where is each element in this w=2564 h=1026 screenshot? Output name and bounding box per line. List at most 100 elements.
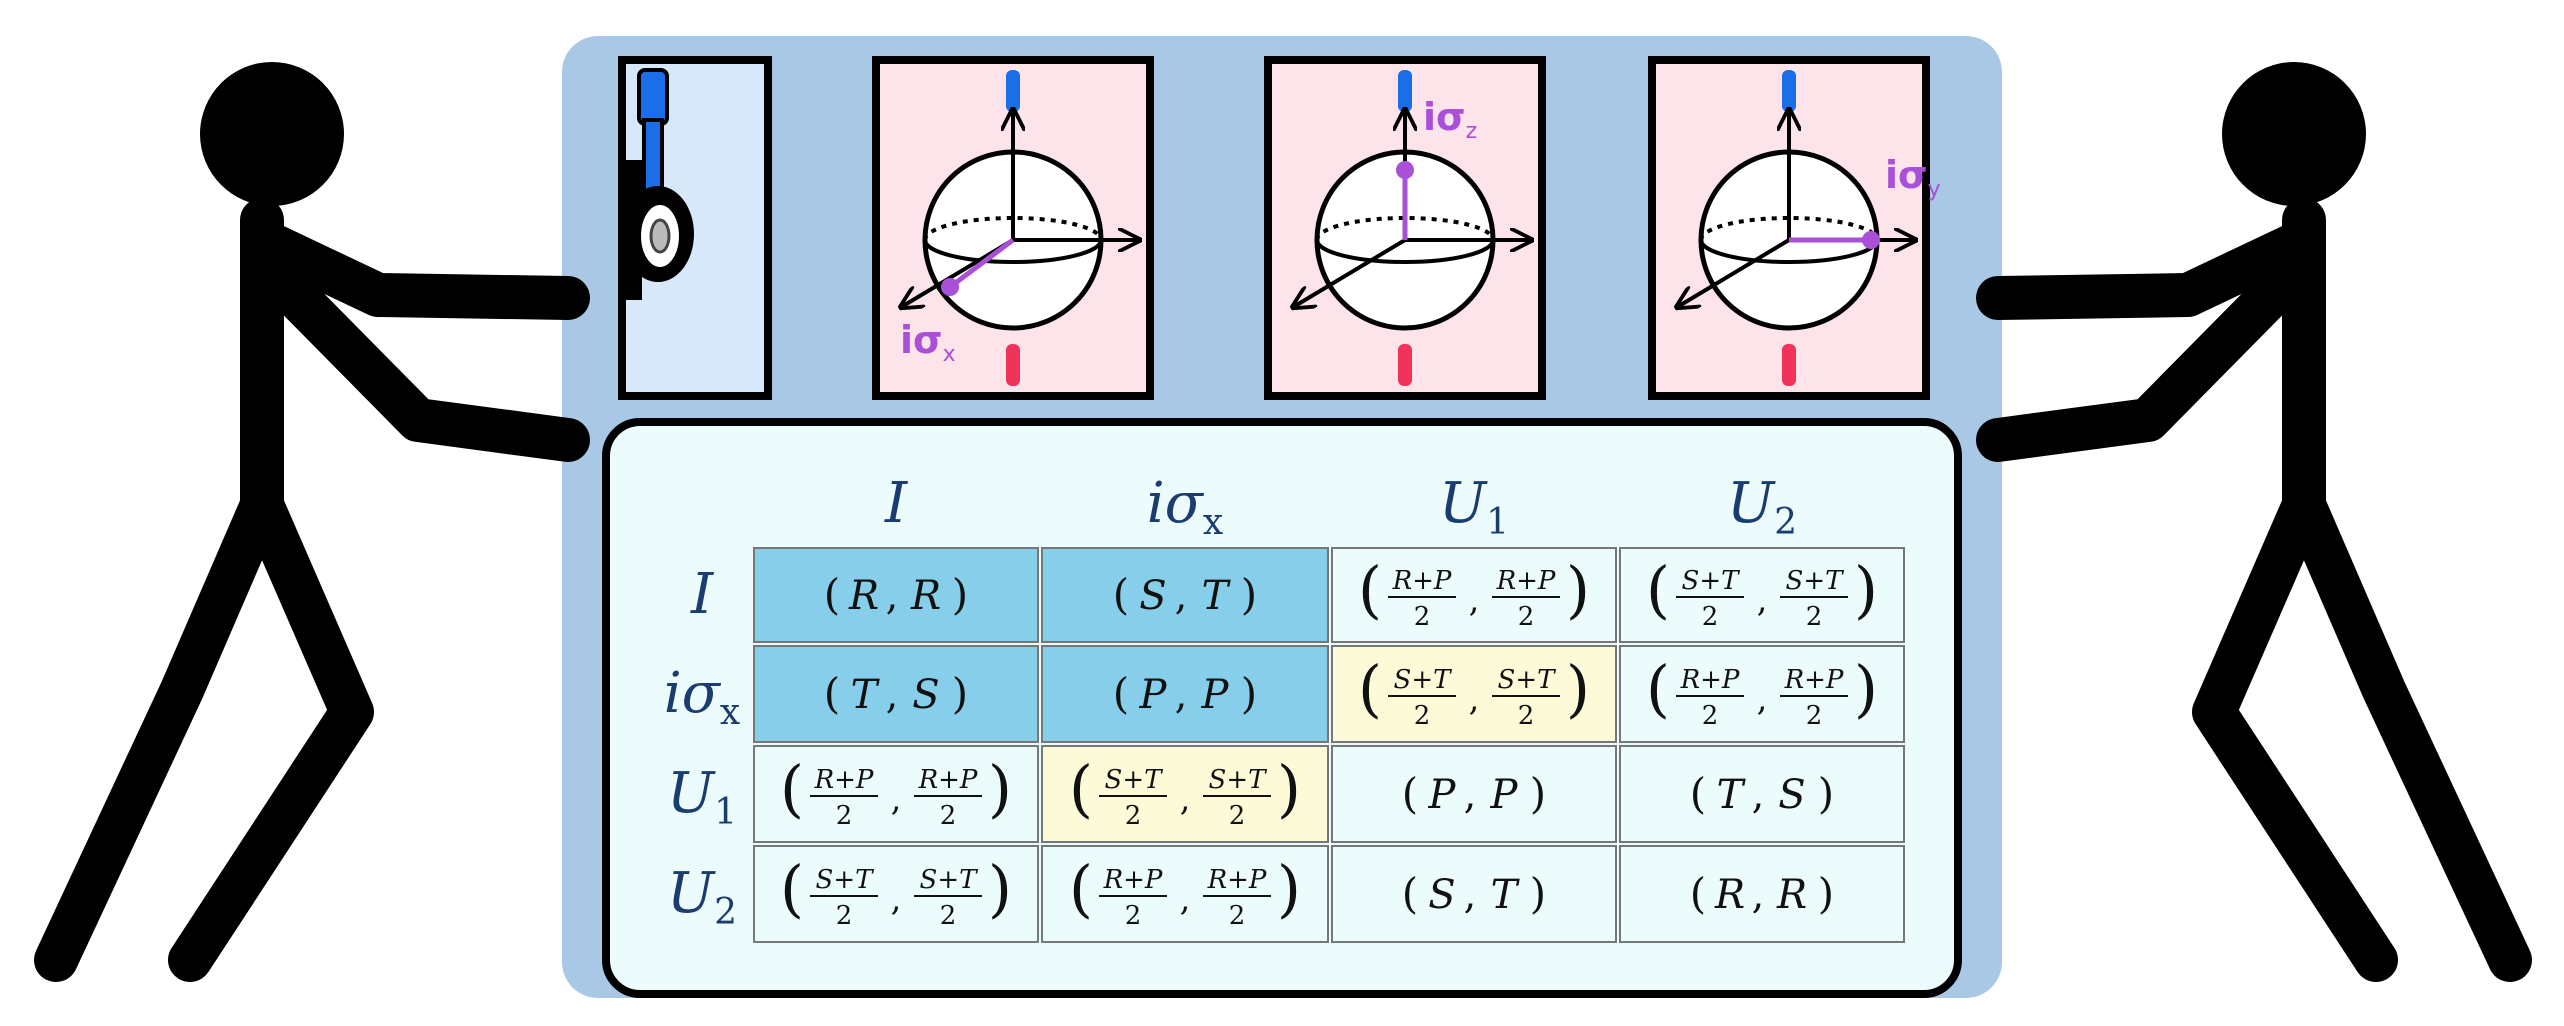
- fraction-numerator-a: R+P: [814, 765, 874, 795]
- payoff-player-b: T: [1491, 872, 1521, 918]
- comma: ,: [1175, 573, 1188, 619]
- payoff-cell-background: [1041, 845, 1329, 943]
- paren-open: (: [1358, 652, 1382, 725]
- paren-open: (: [1690, 869, 1706, 918]
- spin-up-marker: [1006, 70, 1020, 112]
- paren-close: ): [952, 570, 968, 619]
- row-header: I: [690, 562, 715, 627]
- comma: ,: [1464, 772, 1477, 818]
- row-header: U2: [667, 861, 737, 933]
- payoff-cell: (R+P2,R+P2): [1041, 845, 1329, 943]
- paren-open: (: [1113, 669, 1129, 718]
- spin-down-marker: [1006, 344, 1020, 386]
- paren-close: ): [1241, 570, 1257, 619]
- fraction-denominator: 2: [1806, 701, 1823, 731]
- x-axis-arrow: [1295, 238, 1407, 306]
- sphere-panel-1: iσx: [872, 56, 1154, 400]
- right-stick-figure: [1976, 62, 2532, 982]
- payoff-cell: (R+P2,R+P2): [1331, 547, 1617, 643]
- column-header: iσx: [1147, 471, 1223, 543]
- payoff-player-b: P: [1201, 672, 1230, 718]
- payoff-cell: (P,P): [1331, 745, 1617, 843]
- payoff-cell-background: [1619, 645, 1905, 743]
- rotation-operator-label: iσz: [1423, 95, 1477, 144]
- fraction-denominator: 2: [940, 801, 957, 831]
- rotation-vector-tip: [1396, 161, 1414, 179]
- payoff-player-a: S: [1428, 872, 1455, 918]
- paren-close: ): [988, 852, 1012, 925]
- payoff-cell-background: [1331, 547, 1617, 643]
- payoff-cell-background: [1619, 547, 1905, 643]
- payoff-cell: (T,S): [1619, 745, 1905, 843]
- fraction-numerator-a: S+T: [816, 865, 875, 895]
- rotation-vector-tip: [941, 278, 959, 296]
- paren-open: (: [780, 752, 804, 825]
- payoff-cell: (S,T): [1331, 845, 1617, 943]
- payoff-cell: (R,R): [753, 547, 1039, 643]
- column-header: I: [884, 471, 909, 536]
- payoff-cell-background: [1041, 547, 1329, 643]
- paren-close: ): [952, 669, 968, 718]
- sphere-equator-front: [1315, 239, 1495, 264]
- paren-open: (: [1402, 869, 1418, 918]
- fraction-denominator: 2: [1125, 801, 1142, 831]
- payoff-player-b: S: [912, 672, 939, 718]
- payoff-cell: (R+P2,R+P2): [1619, 645, 1905, 743]
- payoff-cell-background: [1619, 745, 1905, 843]
- fraction-denominator: 2: [836, 901, 853, 931]
- left-figure-arm-lower: [240, 240, 590, 462]
- payoff-player-a: P: [1139, 672, 1168, 718]
- spin-up-marker: [1398, 70, 1412, 112]
- sphere-equator-back: [1315, 216, 1495, 241]
- comma: ,: [1469, 580, 1480, 620]
- fraction-numerator-a: R+P: [1103, 865, 1163, 895]
- fraction-denominator: 2: [1229, 801, 1246, 831]
- paren-open: (: [1358, 553, 1382, 626]
- payoff-cell: (R,R): [1619, 845, 1905, 943]
- fraction-numerator-b: R+P: [918, 765, 978, 795]
- payoff-cell: (S,T): [1041, 547, 1329, 643]
- fraction-denominator: 2: [1806, 602, 1823, 632]
- payoff-cell: (R+P2,R+P2): [753, 745, 1039, 843]
- column-header: U2: [1727, 471, 1797, 543]
- payoff-cell: (S+T2,S+T2): [753, 845, 1039, 943]
- paren-open: (: [780, 852, 804, 925]
- payoff-cell-background: [1331, 845, 1617, 943]
- right-figure-head: [2222, 62, 2366, 206]
- fraction-denominator: 2: [836, 801, 853, 831]
- rotation-vector: [948, 237, 1015, 290]
- lever-dial-center: [649, 218, 671, 254]
- paren-open: (: [1646, 553, 1670, 626]
- fraction-denominator: 2: [1518, 701, 1535, 731]
- payoff-cell-background: [1041, 745, 1329, 843]
- fraction-denominator: 2: [1518, 602, 1535, 632]
- paren-close: ): [1241, 669, 1257, 718]
- payoff-player-b: S: [1778, 772, 1805, 818]
- fraction-numerator-b: S+T: [1209, 765, 1268, 795]
- fraction-numerator-b: R+P: [1784, 665, 1844, 695]
- payoff-player-a: P: [1428, 772, 1457, 818]
- paren-close: ): [1818, 869, 1834, 918]
- sphere-equator-back: [1699, 216, 1879, 241]
- lever-panel: [618, 56, 772, 400]
- payoff-player-a: T: [851, 672, 881, 718]
- sphere-panel-2: iσz: [1264, 56, 1546, 400]
- fraction-denominator: 2: [1125, 901, 1142, 931]
- fraction-numerator-b: S+T: [920, 865, 979, 895]
- spin-down-marker: [1398, 344, 1412, 386]
- payoff-cell-background: [1331, 745, 1617, 843]
- fraction-denominator: 2: [1229, 901, 1246, 931]
- paren-close: ): [1566, 652, 1590, 725]
- paren-open: (: [1646, 652, 1670, 725]
- fraction-numerator-b: S+T: [1498, 665, 1557, 695]
- sphere-equator-front: [1699, 239, 1879, 264]
- payoff-player-b: T: [1202, 573, 1232, 619]
- right-figure-leg-right: [2282, 483, 2532, 982]
- rotation-operator-label: iσy: [1885, 153, 1941, 202]
- payoff-cell-background: [1041, 645, 1329, 743]
- paren-close: ): [1818, 769, 1834, 818]
- lever-handle-top[interactable]: [637, 68, 669, 126]
- comma: ,: [886, 573, 899, 619]
